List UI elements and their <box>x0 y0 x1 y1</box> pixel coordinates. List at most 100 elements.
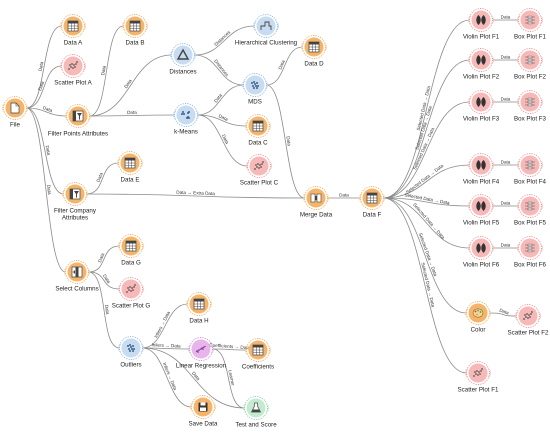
link-curve[interactable] <box>383 59 470 199</box>
node-scatter-a[interactable]: Scatter Plot A <box>54 54 93 87</box>
link-curve[interactable] <box>212 348 247 351</box>
link-curve[interactable] <box>194 54 244 86</box>
node-disc[interactable] <box>176 105 196 125</box>
link-curve[interactable] <box>89 25 124 117</box>
link-curve[interactable] <box>383 101 470 199</box>
node-disc[interactable] <box>471 10 491 30</box>
link-curve[interactable] <box>26 107 67 117</box>
workflow-link[interactable]: Data <box>88 271 120 349</box>
workflow-link[interactable]: Data <box>266 84 305 199</box>
link-curve[interactable] <box>383 197 470 249</box>
workflow-link[interactable]: Data <box>26 105 67 117</box>
link-curve[interactable] <box>86 193 305 199</box>
workflow-link[interactable]: Data <box>89 54 172 117</box>
workflow-link[interactable]: Data <box>26 107 64 195</box>
link-curve[interactable] <box>197 114 247 127</box>
workflow-link[interactable]: Data <box>197 113 247 127</box>
link-curve[interactable] <box>89 114 175 117</box>
workflow-link[interactable]: Data <box>489 308 517 317</box>
node-data-e[interactable]: Data E <box>117 151 143 184</box>
link-curve[interactable] <box>383 197 470 207</box>
workflow-link[interactable]: Data <box>492 200 519 207</box>
link-curve[interactable] <box>88 271 120 290</box>
workflow-link[interactable]: Data <box>197 84 244 116</box>
workflow-link[interactable]: Data <box>492 159 519 166</box>
node-data-c[interactable]: Data C <box>245 114 271 147</box>
link-curve[interactable] <box>197 84 244 116</box>
node-save-data[interactable]: Save Data <box>189 395 218 428</box>
link-curve[interactable] <box>88 245 120 273</box>
link-curve[interactable] <box>383 197 467 374</box>
node-kmeans[interactable]: k-Means <box>173 103 199 136</box>
workflow-link[interactable]: Data <box>492 54 519 61</box>
workflow-link[interactable]: Distances <box>194 54 244 86</box>
workflow-link[interactable]: Data <box>26 25 62 109</box>
node-violin-f4[interactable]: Violin Plot F4 <box>463 153 500 186</box>
node-data-d[interactable]: Data D <box>301 35 327 68</box>
workflow-link[interactable]: Selected Data → Data <box>383 197 467 374</box>
node-disc[interactable] <box>468 363 488 383</box>
workflow-link[interactable]: Data <box>86 162 119 195</box>
node-scatter-f1[interactable]: Scatter Plot F1 <box>458 361 499 394</box>
node-box-f2[interactable]: Box Plot F2 <box>514 48 547 81</box>
node-coefficients[interactable]: Coefficients <box>242 338 274 371</box>
node-box-f3[interactable]: Box Plot F3 <box>514 90 547 123</box>
node-data-g[interactable]: Data G <box>118 234 144 267</box>
link-curve[interactable] <box>26 25 62 109</box>
link-curve[interactable] <box>89 54 172 117</box>
node-select-columns[interactable]: Select Columns <box>55 260 99 293</box>
workflow-link[interactable]: Data <box>197 114 248 167</box>
link-curve[interactable] <box>266 84 305 199</box>
link-curve[interactable] <box>88 271 120 349</box>
node-data-f[interactable]: Data F <box>359 186 385 219</box>
node-disc[interactable] <box>63 56 83 76</box>
node-file[interactable]: File <box>2 96 28 129</box>
node-test-score[interactable]: Test and Score <box>235 396 277 429</box>
link-curve[interactable] <box>489 312 517 317</box>
node-scatter-c[interactable]: Scatter Plot C <box>240 154 279 187</box>
node-disc[interactable] <box>471 92 491 112</box>
workflow-link[interactable]: Data <box>492 96 519 103</box>
workflow-link[interactable]: Inliers → Data <box>142 342 190 350</box>
workflow-link[interactable]: Data <box>26 107 66 273</box>
workflow-link[interactable]: Data <box>492 242 519 249</box>
node-disc[interactable] <box>471 155 491 175</box>
node-color[interactable]: Color <box>465 301 491 334</box>
workflow-link[interactable]: Data <box>327 192 361 199</box>
workflow-link[interactable]: Inliers → Data <box>142 303 188 349</box>
node-mds[interactable]: MDS <box>242 73 268 106</box>
workflow-link[interactable]: Data <box>89 110 175 117</box>
node-disc[interactable] <box>471 238 491 258</box>
node-data-a[interactable]: Data A <box>60 14 86 47</box>
link-curve[interactable] <box>383 197 467 314</box>
node-filter-points[interactable]: Filter Points Attributes <box>48 104 108 138</box>
node-box-f1[interactable]: Box Plot F1 <box>514 8 547 41</box>
node-box-f5[interactable]: Box Plot F5 <box>514 194 547 227</box>
workflow-link[interactable]: Data <box>26 65 62 109</box>
node-violin-f5[interactable]: Violin Plot F5 <box>463 194 500 227</box>
link-curve[interactable] <box>383 19 470 199</box>
node-disc[interactable] <box>471 50 491 70</box>
link-curve[interactable] <box>142 303 188 349</box>
workflow-link[interactable]: Data <box>266 46 303 86</box>
link-curve[interactable] <box>26 65 62 109</box>
link-curve[interactable] <box>142 347 192 408</box>
node-disc[interactable] <box>121 279 141 299</box>
node-violin-f1[interactable]: Violin Plot F1 <box>463 8 500 41</box>
node-violin-f3[interactable]: Violin Plot F3 <box>463 90 500 123</box>
workflow-link[interactable]: Learner <box>212 348 245 409</box>
link-curve[interactable] <box>86 162 119 195</box>
workflow-link[interactable]: Data <box>88 245 120 273</box>
node-scatter-g[interactable]: Scatter Plot G <box>112 277 151 310</box>
link-curve[interactable] <box>266 46 303 86</box>
node-scatter-f2[interactable]: Scatter Plot F2 <box>508 304 549 337</box>
node-outliers[interactable]: Outliers <box>118 336 144 369</box>
node-linreg[interactable]: Linear Regression <box>176 337 227 370</box>
node-distances[interactable]: Distances <box>169 43 197 76</box>
link-curve[interactable] <box>26 107 64 195</box>
workflow-link[interactable]: Data → Extra Data <box>86 190 305 199</box>
node-hier-clust[interactable]: Hierarchical Clustering <box>235 14 298 47</box>
link-curve[interactable] <box>197 114 248 167</box>
